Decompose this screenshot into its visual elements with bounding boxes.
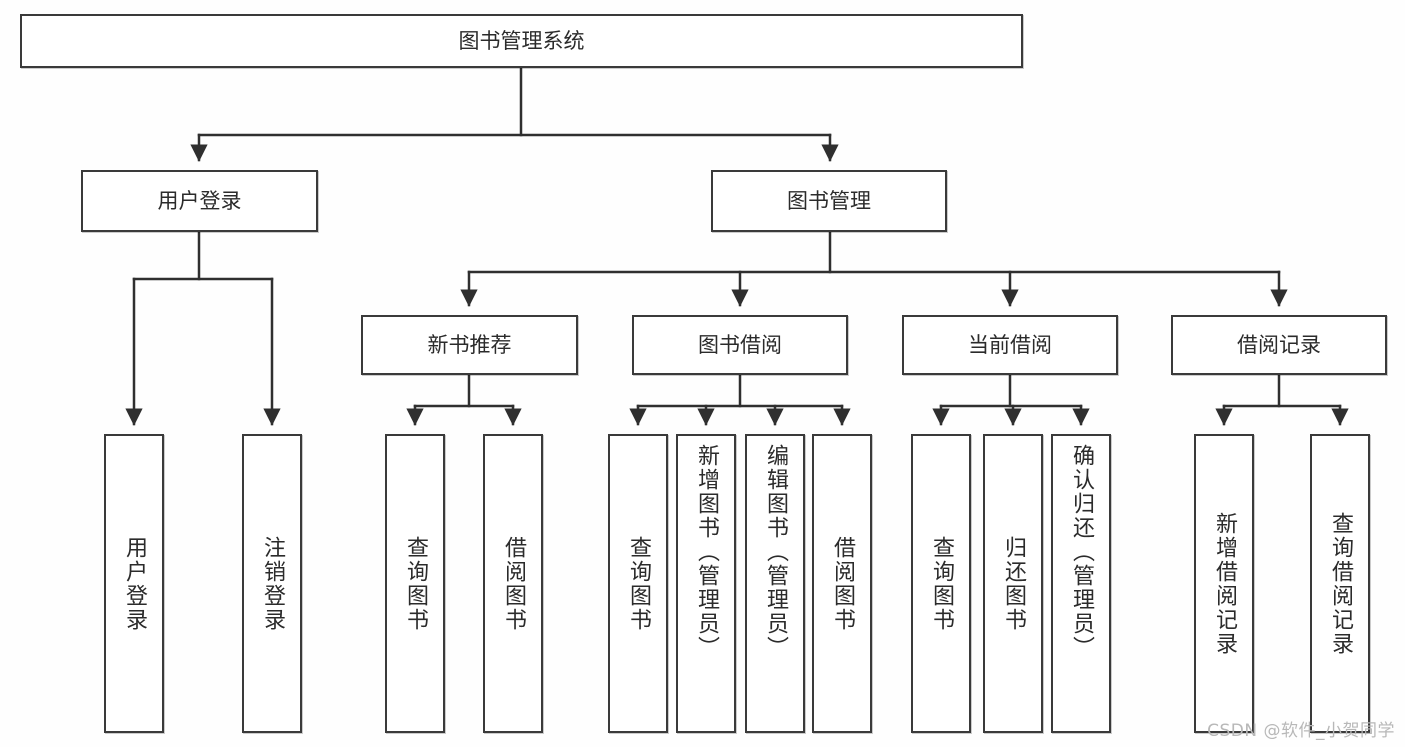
node-leaf-logout[interactable]: 注销登录 — [242, 434, 302, 733]
node-leaf-borrow-book[interactable]: 借阅图书 — [812, 434, 872, 733]
node-label: 借阅图书 — [501, 535, 526, 632]
node-root-system[interactable]: 图书管理系统 — [20, 14, 1023, 68]
node-label: 图书管理系统 — [458, 28, 585, 53]
node-leaf-query-book-current[interactable]: 查询图书 — [911, 434, 971, 733]
node-new-book-recommend[interactable]: 新书推荐 — [361, 315, 578, 375]
node-label: 当前借阅 — [968, 332, 1052, 357]
node-book-management[interactable]: 图书管理 — [711, 170, 947, 232]
node-current-borrow[interactable]: 当前借阅 — [902, 315, 1118, 375]
node-label: 图书管理 — [787, 188, 871, 213]
node-leaf-user-login[interactable]: 用户登录 — [104, 434, 164, 733]
node-user-login[interactable]: 用户登录 — [81, 170, 318, 232]
node-label: 注销登录 — [260, 535, 285, 632]
node-leaf-query-borrow-record[interactable]: 查询借阅记录 — [1310, 434, 1370, 733]
node-label: 新书推荐 — [427, 332, 512, 357]
node-leaf-add-book-admin[interactable]: 新增图书（管理员） — [676, 434, 736, 733]
node-borrow-record[interactable]: 借阅记录 — [1171, 315, 1387, 375]
node-label: 新增借阅记录 — [1212, 511, 1237, 656]
node-label: 借阅图书 — [830, 535, 855, 632]
node-label: 用户登录 — [122, 535, 147, 632]
node-leaf-return-book[interactable]: 归还图书 — [983, 434, 1043, 733]
node-label: 查询图书 — [929, 535, 954, 632]
node-leaf-add-borrow-record[interactable]: 新增借阅记录 — [1194, 434, 1254, 733]
node-label: 查询图书 — [403, 535, 428, 632]
node-label: 确认归还（管理员） — [1069, 444, 1094, 660]
watermark: CSDN @软件_小贺同学 — [1207, 721, 1395, 741]
node-label: 编辑图书（管理员） — [763, 444, 788, 660]
node-label: 归还图书 — [1001, 535, 1026, 632]
node-leaf-confirm-return-admin[interactable]: 确认归还（管理员） — [1051, 434, 1111, 733]
node-label: 查询图书 — [626, 535, 651, 632]
node-leaf-edit-book-admin[interactable]: 编辑图书（管理员） — [745, 434, 805, 733]
node-label: 用户登录 — [157, 188, 242, 213]
node-book-borrow[interactable]: 图书借阅 — [632, 315, 848, 375]
node-leaf-borrow-book-recommend[interactable]: 借阅图书 — [483, 434, 543, 733]
node-label: 新增图书（管理员） — [694, 444, 719, 660]
node-label: 借阅记录 — [1237, 332, 1321, 357]
node-leaf-query-book-borrow[interactable]: 查询图书 — [608, 434, 668, 733]
node-label: 查询借阅记录 — [1328, 511, 1353, 656]
node-leaf-query-book-recommend[interactable]: 查询图书 — [385, 434, 445, 733]
node-label: 图书借阅 — [698, 332, 782, 357]
